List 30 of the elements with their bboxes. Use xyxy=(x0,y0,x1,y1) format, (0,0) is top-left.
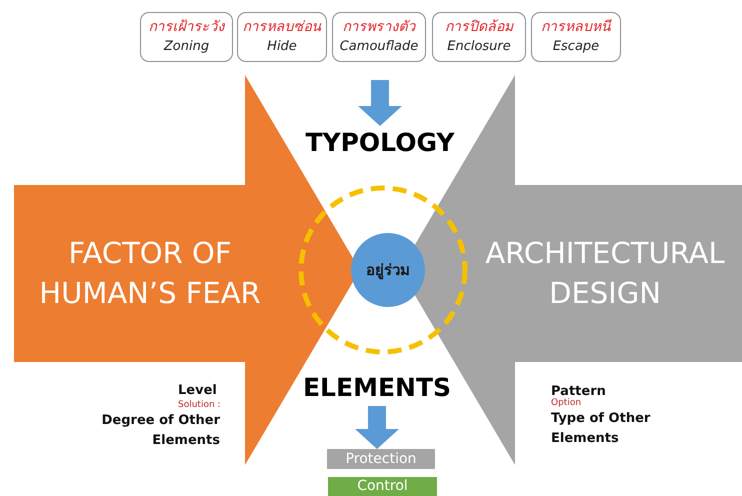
pattern-label: Pattern xyxy=(551,384,606,399)
description-text: Type of Other Elements xyxy=(551,410,652,448)
english-term: Enclosure xyxy=(446,38,512,56)
term-card xyxy=(140,12,233,62)
english-term: Hide xyxy=(266,38,298,56)
level-label: Level xyxy=(178,383,217,398)
thai-term: การพรางตัว xyxy=(342,18,417,37)
option-label: Option xyxy=(551,398,582,408)
english-term: Camouflade xyxy=(338,38,420,56)
term-card xyxy=(432,12,526,62)
term-card xyxy=(332,12,426,62)
english-term: Zoning xyxy=(162,38,210,56)
down-arrow xyxy=(355,406,399,449)
thai-term: การปิดล้อม xyxy=(444,18,515,37)
arrow-label: ARCHITECTURAL DESIGN xyxy=(484,235,726,312)
section-heading: TYPOLOGY xyxy=(300,126,460,160)
term-card xyxy=(531,12,621,62)
english-term: Escape xyxy=(552,38,600,56)
description-text: Degree of Other Elements xyxy=(100,412,220,450)
down-arrow xyxy=(358,80,402,126)
thai-term: การหลบซ่อน xyxy=(242,18,322,37)
term-card xyxy=(237,12,327,62)
center-circle: อยู่ร่วม xyxy=(351,233,425,307)
arrow-label: FACTOR OF HUMAN’S FEAR xyxy=(38,235,262,312)
element-bar: Protection xyxy=(327,449,435,469)
thai-term: การหลบหนี xyxy=(540,18,613,37)
thai-term: การเฝ้าระวัง xyxy=(148,18,226,37)
section-heading: ELEMENTS xyxy=(300,370,454,406)
solution-label: Solution : xyxy=(178,400,221,410)
element-bar: Control xyxy=(328,477,437,496)
